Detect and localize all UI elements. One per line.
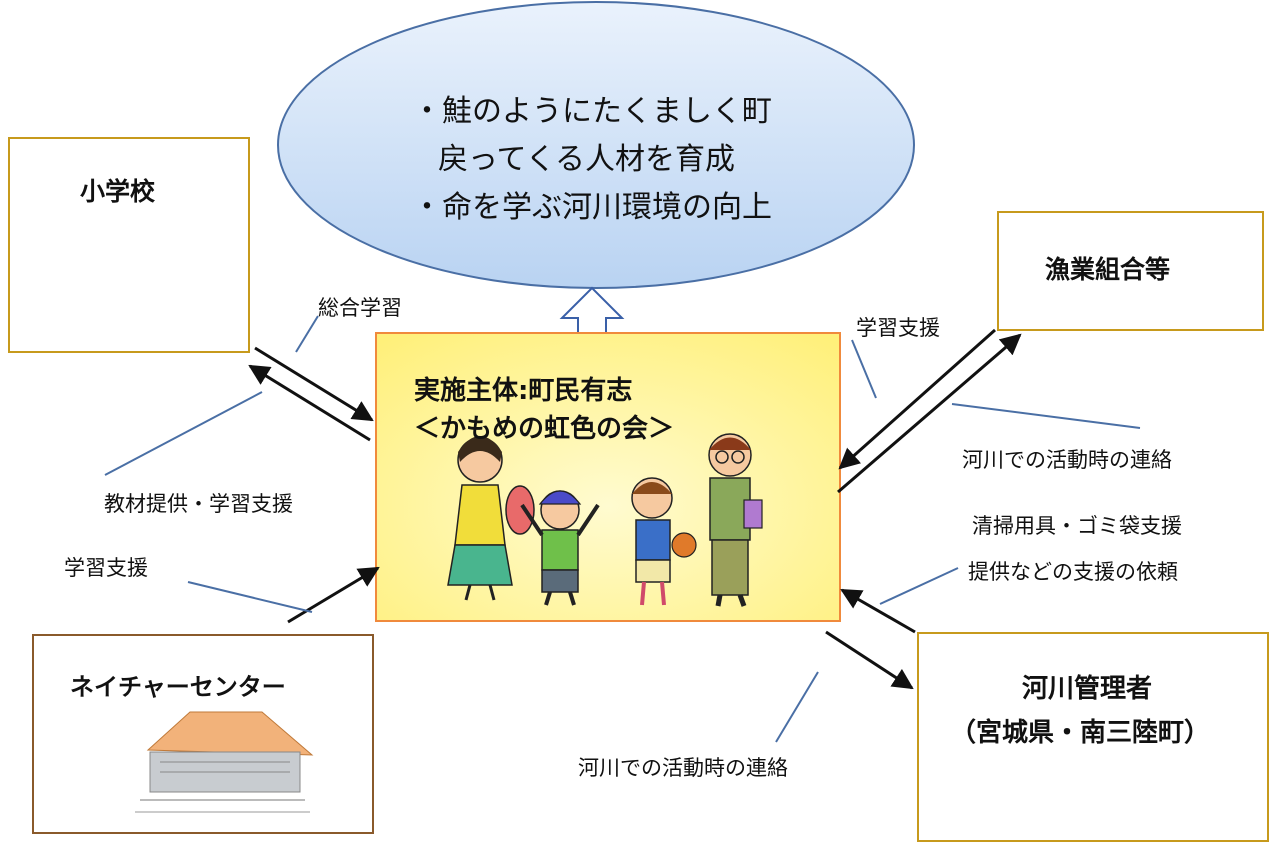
fishery-title: 漁業組合等 [1045,255,1171,284]
people-illustration [447,433,763,607]
label-seiso-line2: 提供などの支援の依頼 [968,560,1178,584]
arrow-fishery-to-center [838,328,996,470]
goal-line-3: ・命を学ぶ河川環境の向上 [412,190,772,225]
nature-center-box [32,634,374,834]
river-admin-title: 河川管理者 [1022,674,1153,704]
arrow-school-to-center [254,346,374,422]
leader-lines [104,315,1141,743]
arrow-river-to-center [840,588,916,634]
school-title: 小学校 [80,177,156,206]
goal-ellipse [277,1,915,289]
goal-line-1: ・鮭のようにたくましく町 [412,94,772,129]
label-sogo-gakushu: 総合学習 [318,296,402,320]
arrow-center-to-river [825,630,914,690]
center-title: 実施主体:町民有志 [414,376,633,406]
label-renraku-bottom: 河川での活動時の連絡 [578,756,788,780]
school-box [8,137,250,353]
arrow-center-to-school [248,364,371,442]
label-kyozai-teikyo: 教材提供・学習支援 [104,492,293,516]
arrow-center-to-fishery [837,333,1022,494]
goal-line-2: 戻ってくる人材を育成 [438,142,735,177]
center-subtitle: ＜かもめの虹色の会＞ [414,414,675,444]
fishery-box [997,211,1264,331]
label-renraku-right: 河川での活動時の連絡 [962,448,1172,472]
label-seiso-line1: 清掃用具・ゴミ袋支援 [972,514,1182,538]
nature-center-building-icon [135,711,314,813]
label-gakushu-shien-right: 学習支援 [856,316,940,340]
nature-center-title: ネイチャーセンター [70,673,286,701]
label-gakushu-shien-left: 学習支援 [64,556,148,580]
goal-text: ・鮭のようにたくましく町 戻ってくる人材を育成 ・命を学ぶ河川環境の向上 [412,88,772,232]
arrow-nature-to-center [287,566,380,624]
river-admin-subtitle: （宮城県・南三陸町） [950,718,1211,748]
